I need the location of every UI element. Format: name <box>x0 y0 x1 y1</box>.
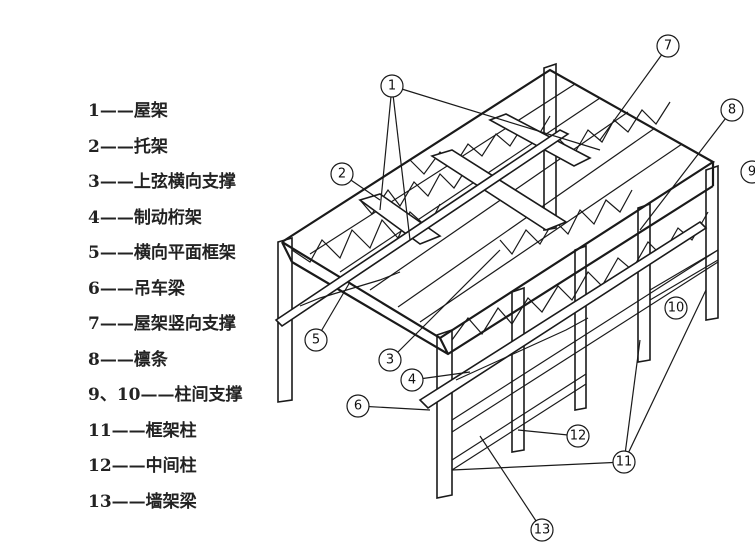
wall-beams <box>451 249 719 471</box>
callout-label: 12 <box>570 429 587 444</box>
callout-leaders <box>315 45 733 531</box>
legend: 1——屋架 2——托架 3——上弦横向支撑 4——制动桁架 5——横向平面框架 … <box>88 96 278 522</box>
legend-item-column-bracing: 9、10——柱间支撑 <box>88 385 243 405</box>
legend-item-vertical-bracing: 7——屋架竖向支撑 <box>88 314 236 334</box>
callouts: 1 2 3 4 5 6 7 8 9 10 11 12 13 <box>304 34 755 542</box>
callout-5: 5 <box>304 328 328 352</box>
legend-item-roof-truss: 1——屋架 <box>88 101 168 121</box>
callout-3: 3 <box>378 348 402 372</box>
callout-9: 9 <box>740 160 755 184</box>
callout-label: 13 <box>534 523 551 538</box>
callout-7: 7 <box>656 34 680 58</box>
callout-label: 9 <box>748 165 755 180</box>
crane-beams <box>274 129 708 410</box>
legend-item-braking-truss: 4——制动桁架 <box>88 207 202 228</box>
legend-item-wall-beam: 13——墙架梁 <box>88 491 197 512</box>
callout-8: 8 <box>720 98 744 122</box>
purlins <box>309 83 683 323</box>
legend-item-purlin: 8——檩条 <box>88 349 168 370</box>
callout-10: 10 <box>664 296 688 320</box>
callout-label: 8 <box>728 103 736 118</box>
callout-4: 4 <box>400 368 424 392</box>
legend-item-top-chord-bracing: 3——上弦横向支撑 <box>88 172 236 192</box>
callout-12: 12 <box>566 424 590 448</box>
legend-item-truss-support: 2——托架 <box>88 136 168 157</box>
callout-2: 2 <box>330 162 354 186</box>
callout-label: 2 <box>338 167 346 182</box>
callout-label: 3 <box>386 353 394 368</box>
legend-item-middle-column: 12——中间柱 <box>88 456 197 476</box>
callout-label: 1 <box>388 79 396 94</box>
callout-label: 6 <box>354 399 362 414</box>
callout-6: 6 <box>346 394 370 418</box>
callout-label: 11 <box>616 455 633 470</box>
callout-label: 10 <box>668 301 685 316</box>
callout-11: 11 <box>612 450 636 474</box>
callout-13: 13 <box>530 518 554 542</box>
legend-item-frame-column: 11——框架柱 <box>88 420 197 441</box>
callout-label: 7 <box>664 39 672 54</box>
callout-label: 5 <box>312 333 320 348</box>
callout-label: 4 <box>408 373 416 388</box>
legend-item-transverse-frame: 5——横向平面框架 <box>88 243 236 263</box>
callout-1: 1 <box>380 74 404 98</box>
legend-item-crane-beam: 6——吊车梁 <box>88 278 185 299</box>
